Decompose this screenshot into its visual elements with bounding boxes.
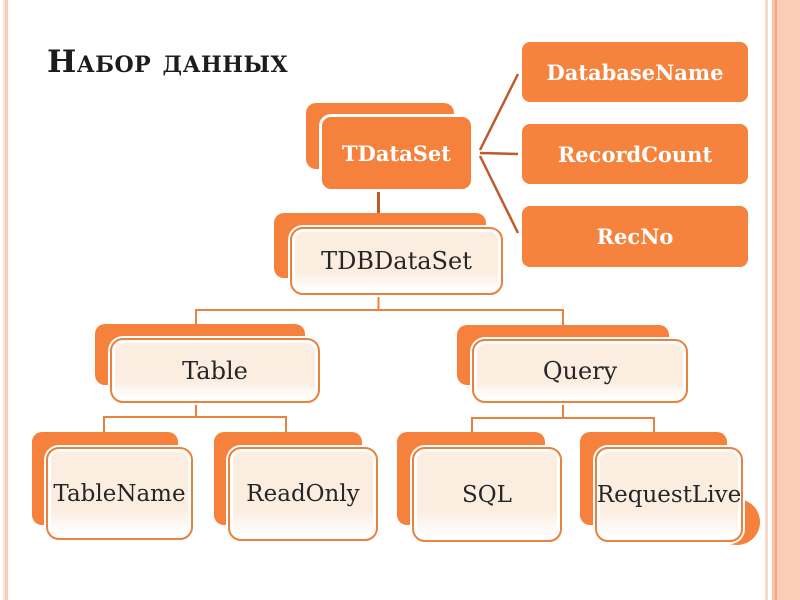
node-tdbdataset: TDBDataSet [290, 227, 503, 295]
node-sql: SQL [412, 447, 562, 542]
page-title: Набор данных [47, 44, 289, 80]
connector-subclass-to-branches [195, 295, 564, 326]
left-edge-stripe [3, 0, 8, 600]
node-requestlive: RequestLive [595, 447, 743, 542]
attr-recno: RecNo [522, 206, 748, 267]
connector-query-to-children [471, 403, 655, 434]
node-readonly: ReadOnly [228, 447, 378, 541]
connector-root-attributes-fan [478, 73, 520, 234]
node-query: Query [472, 339, 688, 403]
node-table: Table [110, 338, 320, 403]
right-edge-stripes [765, 0, 800, 600]
connector-table-to-children [103, 403, 287, 433]
attr-databasename: DatabaseName [522, 42, 748, 102]
attr-recordcount: RecordCount [522, 124, 748, 184]
node-tablename: TableName [46, 447, 193, 540]
node-tdataset: TDataSet [319, 114, 474, 192]
